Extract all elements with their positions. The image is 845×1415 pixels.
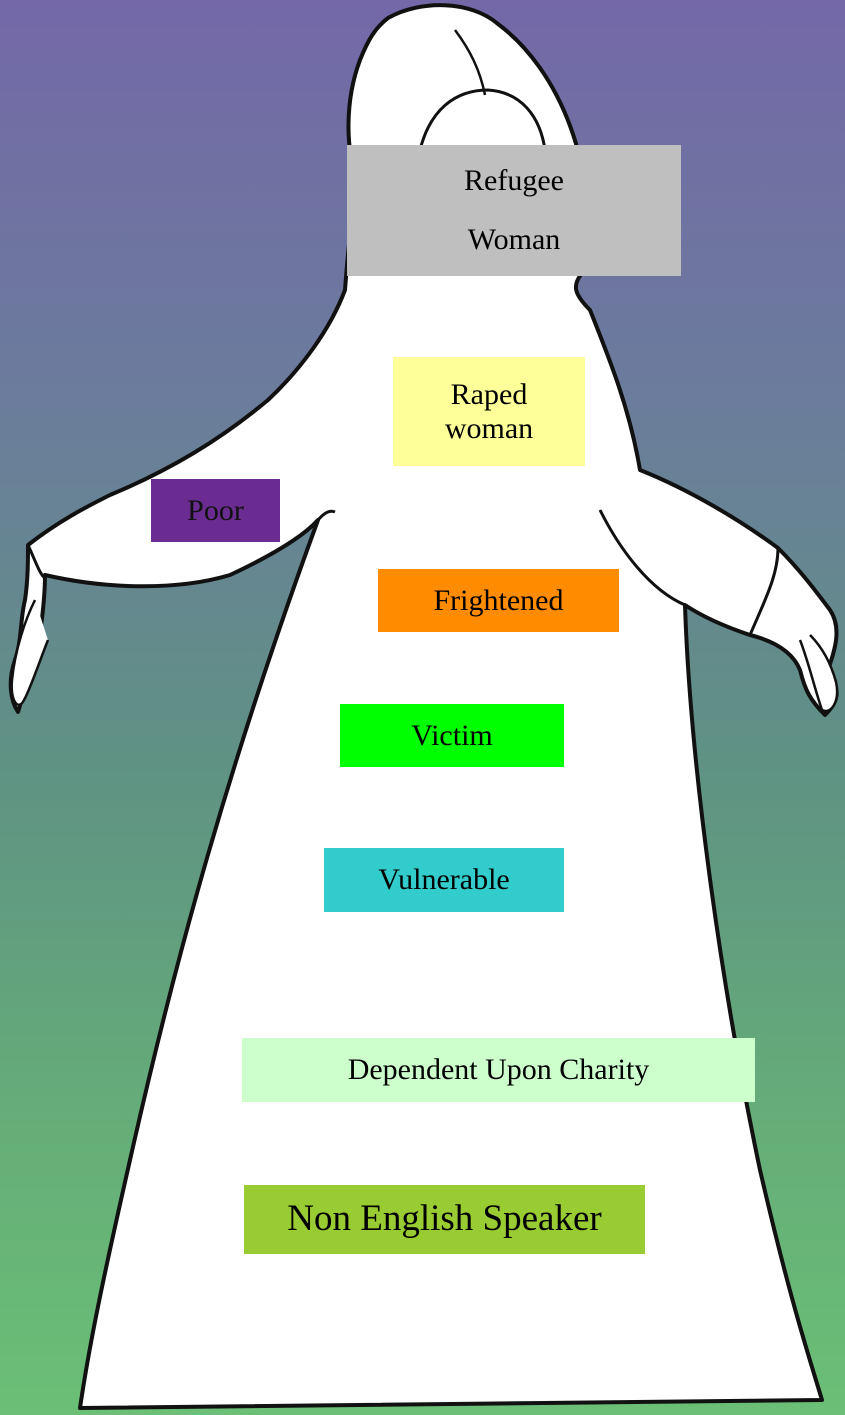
label-poor: Poor [151,479,280,542]
label-non-english-speaker: Non English Speaker [244,1185,645,1254]
label-frightened-text: Frightened [434,583,564,619]
label-dependent-upon-charity-text: Dependent Upon Charity [348,1052,650,1088]
label-raped-woman: Raped woman [393,357,585,466]
label-vulnerable-text: Vulnerable [378,862,509,898]
label-victim-text: Victim [411,718,493,754]
label-refugee-woman-line1: Refugee [464,163,564,199]
label-victim: Victim [340,704,564,767]
label-refugee-woman-line2: Woman [468,222,561,258]
label-vulnerable: Vulnerable [324,848,564,912]
label-non-english-speaker-text: Non English Speaker [287,1197,601,1241]
label-poor-text: Poor [187,493,244,529]
label-dependent-upon-charity: Dependent Upon Charity [242,1038,755,1102]
label-frightened: Frightened [378,569,619,632]
label-raped-woman-line2: woman [445,412,533,446]
label-refugee-woman: Refugee Woman [347,145,681,276]
label-raped-woman-line1: Raped [451,378,528,412]
